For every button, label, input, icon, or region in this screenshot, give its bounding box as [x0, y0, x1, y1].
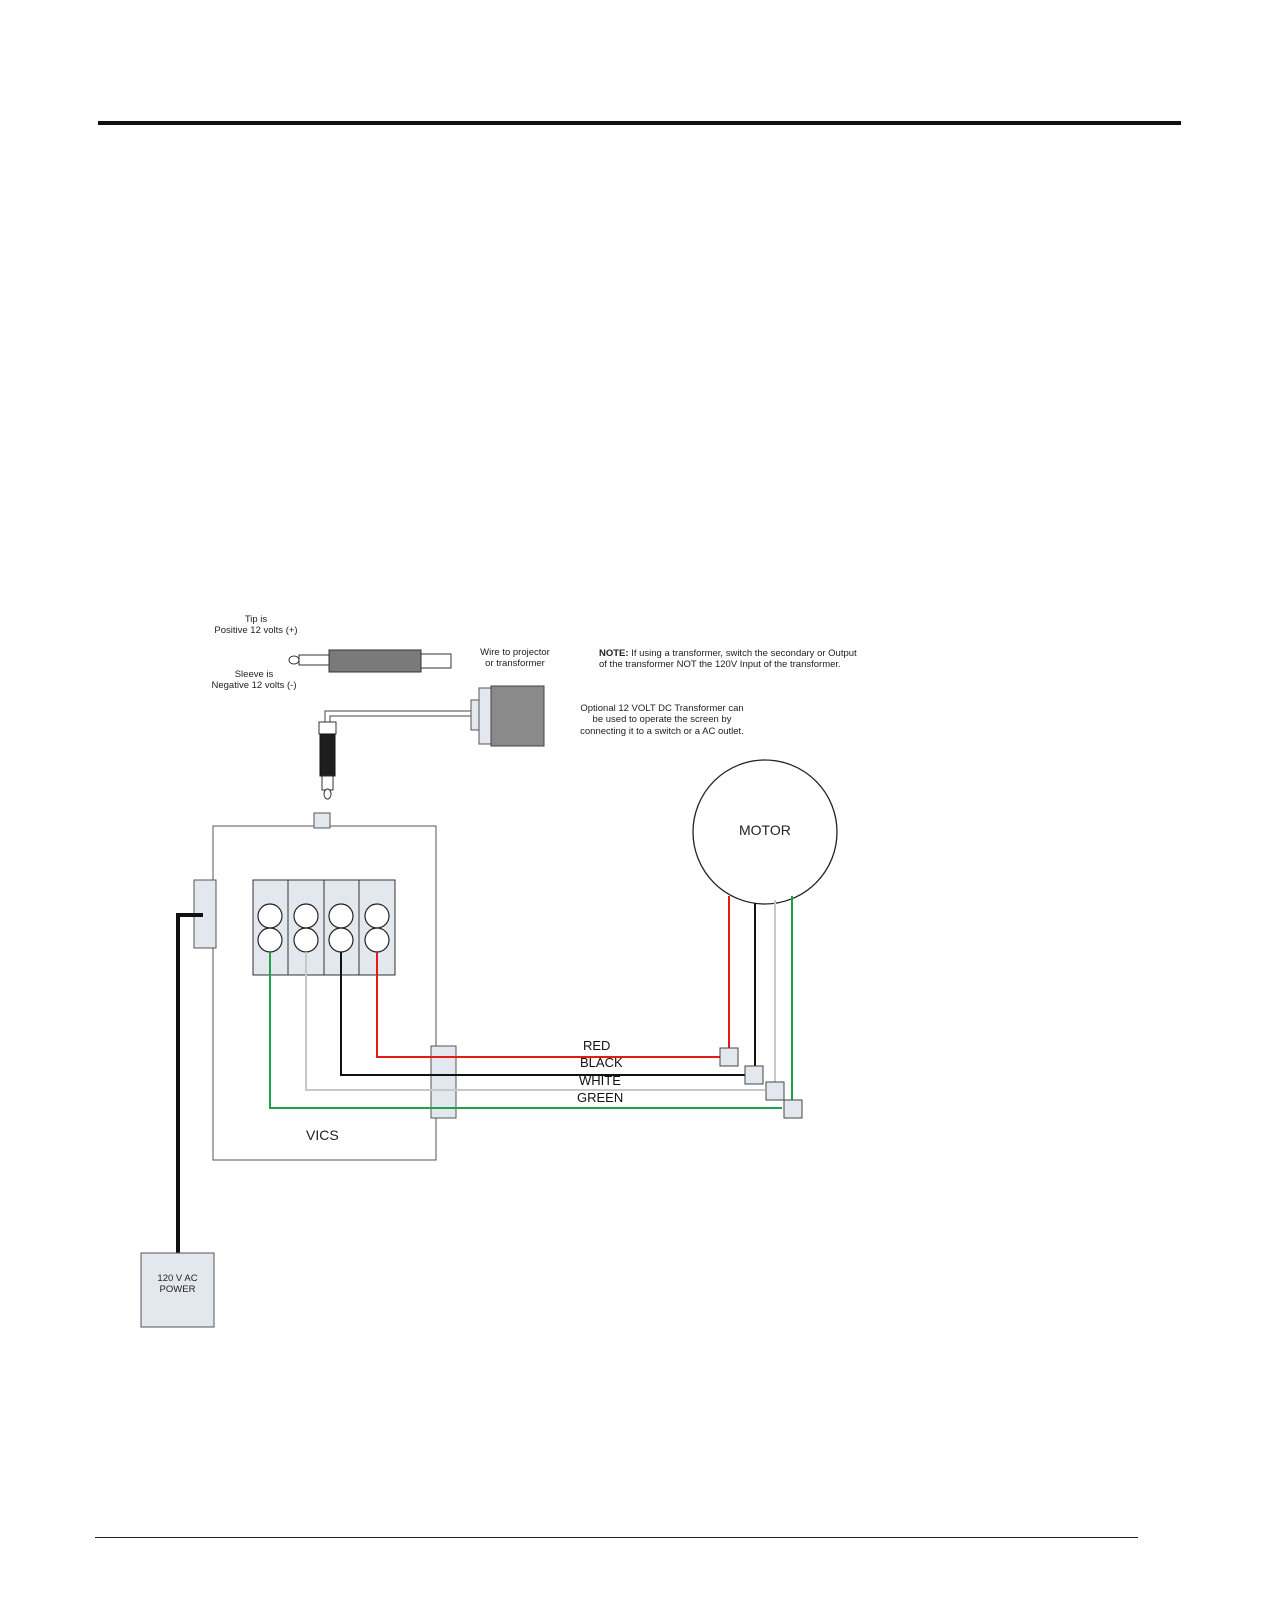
- connector-red: [719, 1047, 739, 1067]
- note-line1-text: If using a transformer, switch the secon…: [628, 648, 857, 659]
- sleeve-label: Sleeve is Negative 12 volts (-): [206, 669, 302, 692]
- vics-label: VICS: [306, 1127, 339, 1143]
- note-prefix: NOTE:: [599, 648, 629, 659]
- jack-body: [319, 733, 336, 777]
- tip-label-line1: Tip is: [244, 614, 268, 625]
- top-rule: [98, 121, 1181, 125]
- plug-tip: [288, 655, 300, 665]
- optional-transformer-note: Optional 12 VOLT DC Transformer can be u…: [572, 703, 752, 737]
- transformer-collar: [478, 687, 492, 745]
- terminal-block: [252, 879, 396, 976]
- wire-label-black: BLACK: [580, 1055, 623, 1070]
- tip-label: Tip is Positive 12 volts (+): [212, 614, 300, 637]
- vertical-jack: [318, 721, 337, 800]
- plug-tip-stub: [298, 654, 330, 666]
- sleeve-label-line2: Negative 12 volts (-): [211, 680, 297, 692]
- optional-line3: connecting it to a switch or a AC outlet…: [580, 725, 744, 737]
- wire-label-green: GREEN: [577, 1090, 624, 1105]
- optional-line2: be used to operate the screen by: [592, 714, 732, 726]
- power-label-line2: POWER: [159, 1284, 196, 1296]
- jack-sleeve: [321, 775, 334, 791]
- sleeve-label-line1: Sleeve is: [234, 669, 274, 680]
- tip-label-line2: Positive 12 volts (+): [214, 625, 298, 637]
- note-line1: NOTE: If using a transformer, switch the…: [599, 648, 857, 659]
- plug-illustration: [288, 649, 452, 673]
- connector-green: [783, 1099, 803, 1119]
- wire-connectors: [719, 1047, 803, 1119]
- wire-red: [376, 896, 730, 1058]
- note-line2: of the transformer NOT the 120V Input of…: [599, 659, 841, 671]
- bottom-rule: [95, 1537, 1138, 1538]
- power-label-line1: 120 V AC: [157, 1273, 198, 1284]
- jack-tip: [323, 788, 332, 800]
- projector-cable: [324, 710, 471, 722]
- motor-circle: [692, 759, 838, 905]
- transformer-block: [470, 685, 545, 747]
- jack-top: [318, 721, 337, 735]
- power-box: [140, 1252, 215, 1328]
- power-cable: [176, 913, 203, 1255]
- transformer-note: NOTE: If using a transformer, switch the…: [599, 648, 857, 671]
- vics-jack-port: [313, 812, 331, 829]
- transformer-body: [490, 685, 545, 747]
- optional-line1: Optional 12 VOLT DC Transformer can: [580, 703, 744, 714]
- wire-label-white: WHITE: [579, 1073, 621, 1088]
- wire-to-projector-label: Wire to projector or transformer: [472, 647, 558, 670]
- connector-black: [744, 1065, 764, 1085]
- plug-body: [328, 649, 422, 673]
- wire-label-line1: Wire to projector: [480, 647, 550, 658]
- power-label: 120 V AC POWER: [141, 1273, 214, 1296]
- wire-label-red: RED: [583, 1038, 611, 1053]
- plug-sleeve: [420, 653, 452, 669]
- connector-white: [765, 1081, 785, 1101]
- wire-green: [269, 896, 793, 1109]
- motor-label: MOTOR: [739, 822, 791, 838]
- wire-black: [340, 903, 756, 1076]
- wire-white: [305, 900, 776, 1091]
- transformer-flange: [470, 699, 480, 731]
- wire-label-line2: or transformer: [485, 658, 545, 670]
- vics-box: [212, 825, 437, 1161]
